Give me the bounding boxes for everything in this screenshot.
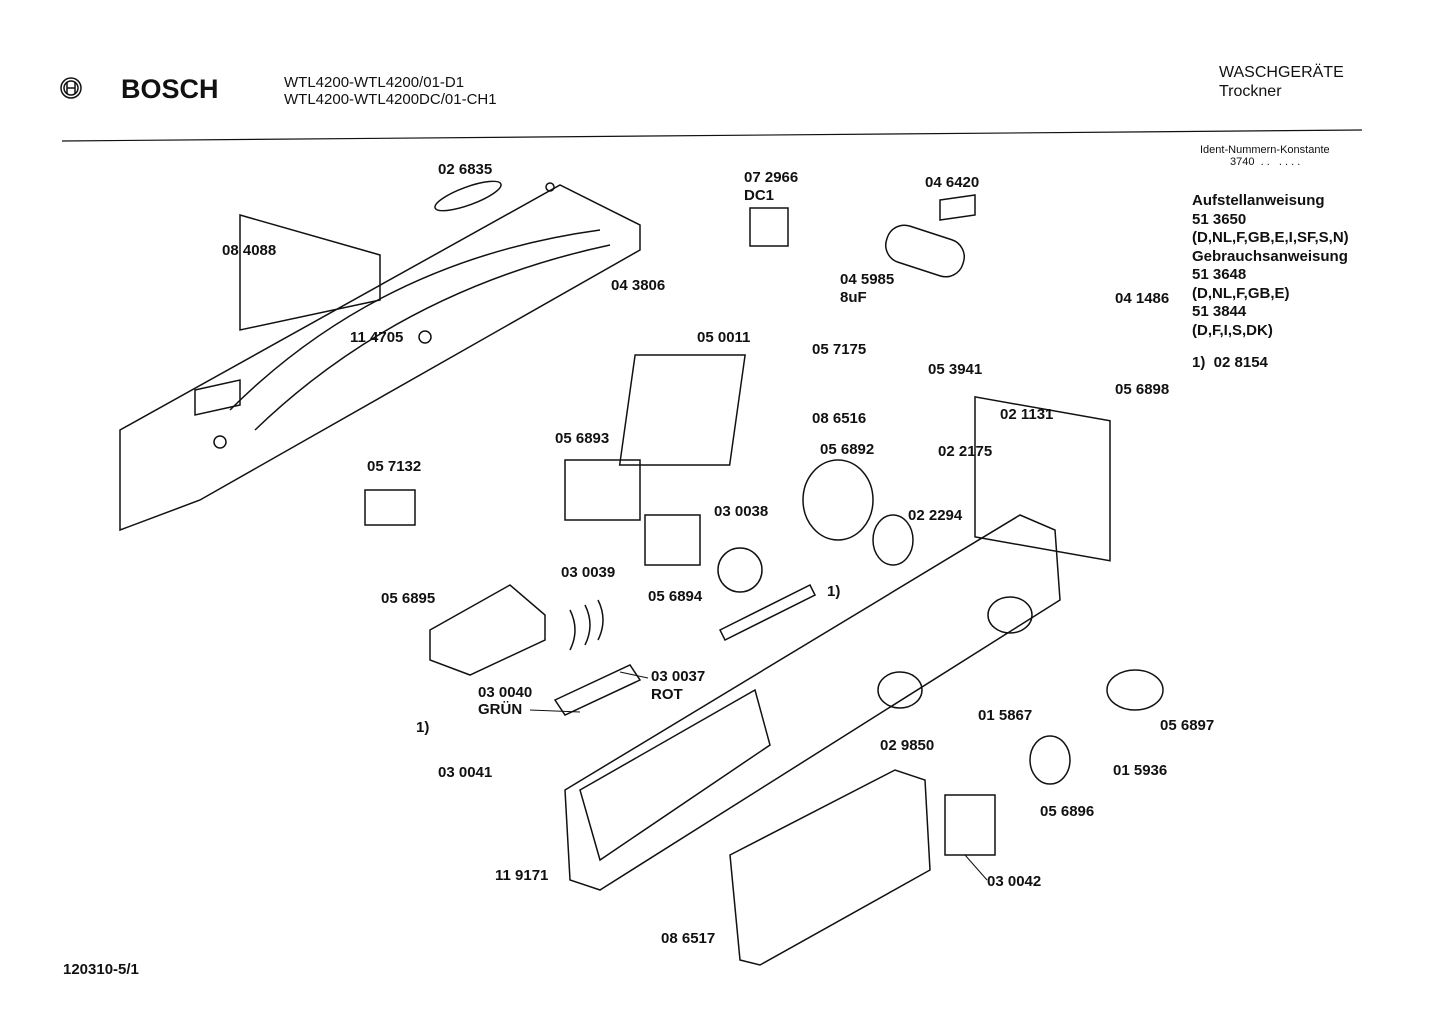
ident-value: 3740 . . . . . .	[1230, 156, 1301, 168]
part-label: ROT	[651, 686, 683, 703]
slider-bar	[718, 583, 817, 642]
part-label: DC1	[744, 187, 775, 204]
part-label: 01 5867	[978, 707, 1033, 724]
part-label: 05 6892	[820, 441, 875, 458]
header-rule	[61, 129, 1363, 142]
buttons-part	[944, 794, 996, 856]
part-label: 03 0042	[987, 873, 1042, 890]
part-label: 04 3806	[611, 277, 666, 294]
selector-switch	[564, 459, 641, 521]
leader-03-0042	[964, 854, 988, 881]
part-label: 05 6894	[648, 588, 703, 605]
part-label: 01 5936	[1113, 762, 1168, 779]
part-label: 02 9850	[880, 737, 935, 754]
part-label: 05 6893	[555, 430, 610, 447]
doc-number: 51 3648	[1192, 266, 1247, 283]
doc-languages: (D,NL,F,GB,E,I,SF,S,N)	[1192, 229, 1349, 246]
page-code: 120310-5/1	[63, 961, 139, 978]
footnote: 1) 02 8154	[1192, 354, 1268, 371]
part-label: 03 0040	[478, 684, 533, 701]
timer-part	[618, 354, 746, 466]
part-label: 04 5985	[840, 271, 895, 288]
part-label: 05 0011	[697, 329, 751, 346]
part-label: 05 6898	[1115, 381, 1170, 398]
leader-03-0037	[619, 671, 649, 679]
control-panel-part	[564, 514, 1061, 891]
gear-part	[872, 514, 914, 566]
terminal-block	[429, 584, 546, 676]
knob-05-6896	[1029, 735, 1071, 785]
part-label: 1)	[827, 583, 841, 600]
capacitor-part	[885, 224, 965, 278]
connector-part	[364, 489, 416, 526]
springs	[569, 599, 604, 651]
part-label: 05 6897	[1160, 717, 1215, 734]
doc-languages: (D,F,I,S,DK)	[1192, 321, 1273, 339]
pcb-part	[974, 396, 1111, 562]
rear-frame-part	[119, 180, 641, 532]
door-flap-part	[729, 769, 931, 966]
part-label: 02 2294	[908, 507, 963, 524]
bosch-logo-icon	[60, 77, 82, 99]
part-label: 02 6835	[438, 161, 493, 178]
part-label: 05 3941	[928, 361, 983, 378]
relay-part	[749, 207, 789, 247]
brand-name: BOSCH	[121, 74, 219, 104]
part-label: 04 1486	[1115, 290, 1170, 307]
part-label: 02 2175	[938, 443, 993, 460]
part-label: 04 6420	[925, 174, 980, 191]
part-label: 05 6895	[381, 590, 436, 607]
subcategory: Trockner	[1219, 83, 1282, 100]
part-label: 08 6517	[661, 930, 716, 947]
part-label: 8uF	[840, 289, 867, 306]
board-part	[644, 514, 701, 566]
cam-wheel	[717, 547, 763, 593]
doc-list: Aufstellanweisung 51 3650 (D,NL,F,GB,E,I…	[1192, 192, 1349, 373]
doc-number: 51 3844	[1192, 303, 1247, 320]
part-label: 05 6896	[1040, 803, 1095, 820]
leader-03-0040	[529, 709, 581, 713]
part-label: 02 1131	[1000, 406, 1054, 423]
part-label: 11 4705	[350, 329, 404, 346]
part-label: 03 0039	[561, 564, 616, 581]
doc-heading: Gebrauchsanweisung	[1192, 247, 1348, 265]
part-label: GRÜN	[478, 701, 523, 718]
part-label: 11 9171	[495, 867, 549, 884]
doc-languages: (D,NL,F,GB,E)	[1192, 284, 1290, 302]
knob-05-6897	[1106, 669, 1164, 711]
part-label: 08 4088	[222, 242, 277, 259]
model-line-2: WTL4200-WTL4200DC/01-CH1	[284, 91, 497, 108]
doc-heading: Aufstellanweisung	[1192, 192, 1325, 209]
contact-strip	[553, 664, 642, 716]
part-label: 07 2966	[744, 169, 799, 186]
part-label: 03 0041	[438, 764, 493, 781]
model-line-1: WTL4200-WTL4200/01-D1	[284, 74, 465, 91]
switch-bracket	[939, 194, 976, 221]
category: WASCHGERÄTE	[1219, 64, 1344, 81]
motor-part	[802, 459, 874, 541]
part-label: 1)	[416, 719, 430, 736]
part-label: 05 7132	[367, 458, 422, 475]
part-label: 03 0037	[651, 668, 706, 685]
part-label: 05 7175	[812, 341, 867, 358]
part-label: 08 6516	[812, 410, 867, 427]
ident-label: Ident-Nummern-Konstante	[1200, 144, 1330, 156]
doc-number: 51 3650	[1192, 210, 1247, 228]
part-label: 03 0038	[714, 503, 769, 520]
